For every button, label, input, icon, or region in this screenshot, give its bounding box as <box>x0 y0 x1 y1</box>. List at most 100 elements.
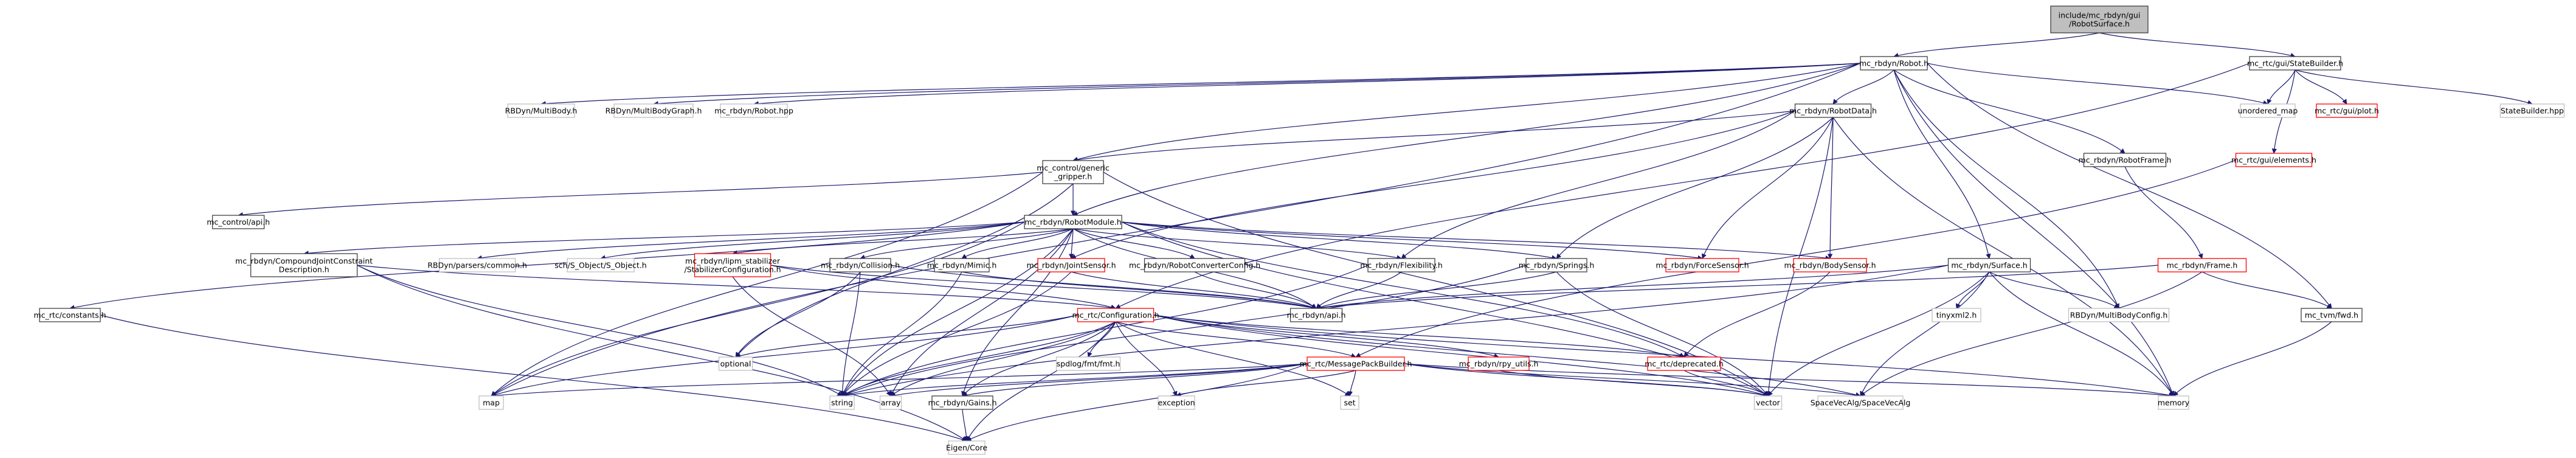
node-controlapi[interactable]: mc_control/api.h <box>207 215 270 229</box>
node-root[interactable]: include/mc_rbdyn/gui/RobotSurface.h <box>2050 5 2149 33</box>
node-label: mc_rtc/gui/elements.h <box>2231 156 2316 165</box>
node-msgpack[interactable]: mc_rtc/MessagePackBuilder.h <box>1300 356 1412 371</box>
node-box <box>1932 308 1981 322</box>
node-label: mc_rbdyn/Gains.h <box>928 398 997 408</box>
edge-surface-to-spacevecalg <box>1860 271 1990 397</box>
node-label: mc_rtc/deprecated.h <box>1645 359 1724 369</box>
edge-compound-to-string <box>357 265 843 397</box>
node-bodysensor[interactable]: mc_rbdyn/BodySensor.h <box>1784 258 1876 272</box>
node-converterconfig[interactable]: mc_rbdyn/RobotConverterConfig.h <box>1129 258 1260 272</box>
node-box <box>879 395 902 410</box>
node-box <box>1468 356 1530 371</box>
edge-collision-to-optional <box>735 271 861 358</box>
node-jointsensor[interactable]: mc_rbdyn/JointSensor.h <box>1026 258 1116 272</box>
edge-msgpack-to-exception <box>1176 370 1356 397</box>
edge-robot-to-unordered_map <box>1927 63 2268 106</box>
node-label: mc_rbdyn/api.h <box>1287 311 1346 320</box>
node-box <box>567 258 635 272</box>
node-rbdynapi[interactable]: mc_rbdyn/api.h <box>1287 308 1346 322</box>
edge-robotdata-to-jointsensor <box>1071 110 1795 259</box>
edge-robotmodule-to-constants <box>69 221 1025 310</box>
node-flexibility[interactable]: mc_rbdyn/Flexibility.h <box>1360 258 1443 272</box>
edge-configuration-to-fmt <box>1087 321 1116 358</box>
edge-robot-to-multibody <box>540 63 1861 106</box>
edge-robotdata-to-flexibility <box>1401 110 1795 259</box>
node-box <box>250 253 358 277</box>
node-label: mc_tvm/fwd.h <box>2305 311 2358 320</box>
node-gains[interactable]: mc_rbdyn/Gains.h <box>928 395 997 410</box>
node-mimic[interactable]: mc_rbdyn/Mimic.h <box>927 258 997 272</box>
node-plot[interactable]: mc_rtc/gui/plot.h <box>2315 103 2379 118</box>
node-robotframe[interactable]: mc_rbdyn/RobotFrame.h <box>2079 153 2172 167</box>
node-label: array <box>881 398 901 408</box>
node-forcesensor[interactable]: mc_rbdyn/ForceSensor.h <box>1656 258 1749 272</box>
edge-robotmodule-to-compound <box>303 221 1025 256</box>
edge-compound-to-configuration <box>357 265 1116 311</box>
node-label: map <box>483 398 500 408</box>
node-box <box>718 356 753 371</box>
node-constants[interactable]: mc_rtc/constants.h <box>33 308 106 322</box>
node-label: mc_rtc/gui/plot.h <box>2315 106 2379 116</box>
node-springs[interactable]: mc_rbdyn/Springs.h <box>1519 258 1595 272</box>
node-array: array <box>879 395 902 410</box>
node-robot[interactable]: mc_rbdyn/Robot.h <box>1859 56 1929 71</box>
node-box <box>1817 395 1904 410</box>
node-box <box>1525 258 1587 272</box>
node-box <box>694 253 772 277</box>
edge-configuration-to-map <box>491 314 1078 397</box>
node-statebuilder[interactable]: mc_rtc/gui/StateBuilder.h <box>2247 56 2343 71</box>
edge-deprecated-to-vector <box>1683 370 1769 397</box>
node-box <box>1860 56 1928 71</box>
node-label: Eigen/Core <box>946 443 987 453</box>
node-frame[interactable]: mc_rbdyn/Frame.h <box>2157 258 2247 272</box>
node-box <box>2301 308 2363 322</box>
edge-msgpack-to-array <box>890 363 1308 398</box>
node-deprecated[interactable]: mc_rtc/deprecated.h <box>1645 356 1724 371</box>
edge-configuration-to-exception <box>1115 321 1178 397</box>
node-robotmodule[interactable]: mc_rbdyn/RobotModule.h <box>1024 215 1122 229</box>
node-gripper[interactable]: mc_control/generic_gripper.h <box>1037 160 1110 184</box>
edge-stabconf-to-rbdynapi <box>770 265 1317 310</box>
edge-robot-to-memory <box>1893 69 2175 397</box>
edge-robotdata-to-springs <box>1556 117 1834 259</box>
node-elements[interactable]: mc_rtc/gui/elements.h <box>2231 153 2316 167</box>
node-box <box>1144 258 1246 272</box>
node-stabconf[interactable]: mc_rbdyn/lipm_stabilizer/StabilizerConfi… <box>684 253 781 277</box>
node-box <box>934 258 990 272</box>
edge-robotframe-to-frame <box>2124 166 2203 259</box>
node-unordered_map: unordered_map <box>2238 103 2298 118</box>
edge-surface-to-vector <box>1767 271 1990 397</box>
edge-compound-to-eigencore <box>357 265 967 442</box>
node-box <box>2157 258 2247 272</box>
node-label: mc_rbdyn/RobotConverterConfig.h <box>1129 261 1260 270</box>
node-box <box>931 395 993 410</box>
edge-converterconfig-to-rbdynapi <box>1194 271 1317 309</box>
node-pyutils[interactable]: mc_rbdyn/rpy_utils.h <box>1459 356 1539 371</box>
node-label: SpaceVecAlg/SpaceVecAlg <box>1811 398 1911 408</box>
node-box <box>1077 308 1155 322</box>
node-surface[interactable]: mc_rbdyn/Surface.h <box>1947 258 2031 272</box>
node-label: tinyxml2.h <box>1936 311 1977 320</box>
edge-robotmodule-to-string <box>841 228 1074 397</box>
node-compound[interactable]: mc_rbdyn/CompoundJointConstraintDescript… <box>235 253 373 277</box>
node-label: mc_rtc/gui/StateBuilder.h <box>2247 59 2343 68</box>
edge-root-to-robot <box>1893 32 2100 58</box>
edge-springs-to-string <box>841 265 1527 397</box>
node-label: mc_rtc/Configuration.h <box>1072 311 1159 320</box>
edge-frame-to-spacevecalg <box>1860 271 2203 397</box>
node-robotdata[interactable]: mc_rbdyn/RobotData.h <box>1789 103 1877 118</box>
node-set: set <box>1340 395 1359 410</box>
node-tvmfwd[interactable]: mc_tvm/fwd.h <box>2301 308 2363 322</box>
node-configuration[interactable]: mc_rtc/Configuration.h <box>1072 308 1159 322</box>
node-box <box>1947 258 2031 272</box>
node-box <box>1340 395 1359 410</box>
edge-configuration-to-optional <box>735 314 1078 359</box>
edge-elements-to-msgpack <box>1355 159 2236 358</box>
node-box <box>2240 103 2296 118</box>
node-collision[interactable]: mc_rbdyn/Collision.h <box>821 258 900 272</box>
edge-surface-to-memory <box>1989 271 2174 397</box>
edge-robot-to-gripper <box>1072 63 1861 162</box>
node-label: mc_rbdyn/Surface.h <box>1951 261 2027 270</box>
node-box <box>1037 258 1105 272</box>
node-fmt: spdlog/fmt/fmt.h <box>1055 356 1121 371</box>
